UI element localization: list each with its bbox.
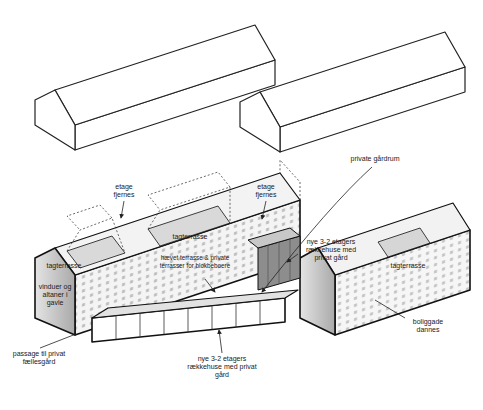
annotation-label: hævet terrasse & private terrasser for b… — [152, 254, 238, 270]
annotation-label: tagterrasse — [168, 233, 212, 241]
annotation-label: vinduer og altaner i gavle — [36, 283, 74, 307]
annotation-label: tagterrasse — [42, 262, 86, 270]
existing-blocks — [35, 25, 465, 152]
annotation-label: tagterrasse — [386, 262, 430, 270]
annotation-label: nye 3-2 etagers rækkehuse med privat går… — [300, 238, 362, 262]
annotation-label: etage fjernes — [108, 183, 140, 199]
annotation-label: private gårdrum — [340, 155, 410, 163]
annotation-label: boliggade dannes — [406, 318, 450, 334]
annotation-label: nye 3-2 etagers rækkehuse med privat går… — [183, 355, 261, 379]
leader-lines — [40, 167, 405, 353]
new-scheme — [35, 160, 470, 342]
annotation-label: etage fjernes — [250, 183, 282, 199]
annotation-label: passage til privat fællesgård — [4, 350, 74, 366]
